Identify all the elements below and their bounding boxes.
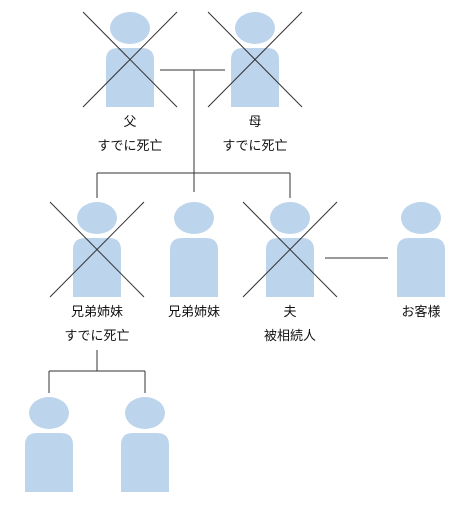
father-body [106, 48, 154, 107]
mother-note-label: すでに死亡 [222, 139, 288, 154]
connector-lines [48, 69, 388, 393]
mother-head [235, 12, 275, 44]
sibling1-figure [49, 201, 145, 298]
nephew1-body [25, 433, 73, 492]
husband-body [266, 238, 314, 297]
mother-name-label: 母 [248, 115, 262, 130]
father-note-label: すでに死亡 [97, 139, 163, 154]
husband-cross-line-b [242, 201, 338, 298]
nephew2-figure [121, 397, 169, 492]
nephew1-head [29, 397, 69, 429]
client-head [401, 202, 441, 234]
mother-cross-line-b [207, 11, 303, 108]
sibling1-body [73, 238, 121, 297]
client-body [397, 238, 445, 297]
sibling2-figure [170, 202, 218, 297]
father-figure [82, 11, 178, 108]
client-name-label: お客様 [401, 305, 441, 320]
husband-head [270, 202, 310, 234]
nephew2-head [125, 397, 165, 429]
mother-body [231, 48, 279, 107]
mother-figure [207, 11, 303, 108]
client-figure [397, 202, 445, 297]
person-figures [25, 11, 445, 492]
father-head [110, 12, 150, 44]
sibling1-note-label: すでに死亡 [64, 329, 130, 344]
nephew1-figure [25, 397, 73, 492]
sibling1-name-label: 兄弟姉妹 [70, 305, 124, 320]
father-name-label: 父 [123, 115, 137, 130]
father-cross-line-b [82, 11, 178, 108]
sibling1-cross-line-b [49, 201, 145, 298]
sibling2-head [174, 202, 214, 234]
husband-name-label: 夫 [283, 305, 297, 320]
husband-note-label: 被相続人 [263, 329, 317, 344]
husband-figure [242, 201, 338, 298]
nephew2-body [121, 433, 169, 492]
sibling1-head [77, 202, 117, 234]
sibling2-body [170, 238, 218, 297]
sibling2-name-label: 兄弟姉妹 [167, 305, 221, 320]
